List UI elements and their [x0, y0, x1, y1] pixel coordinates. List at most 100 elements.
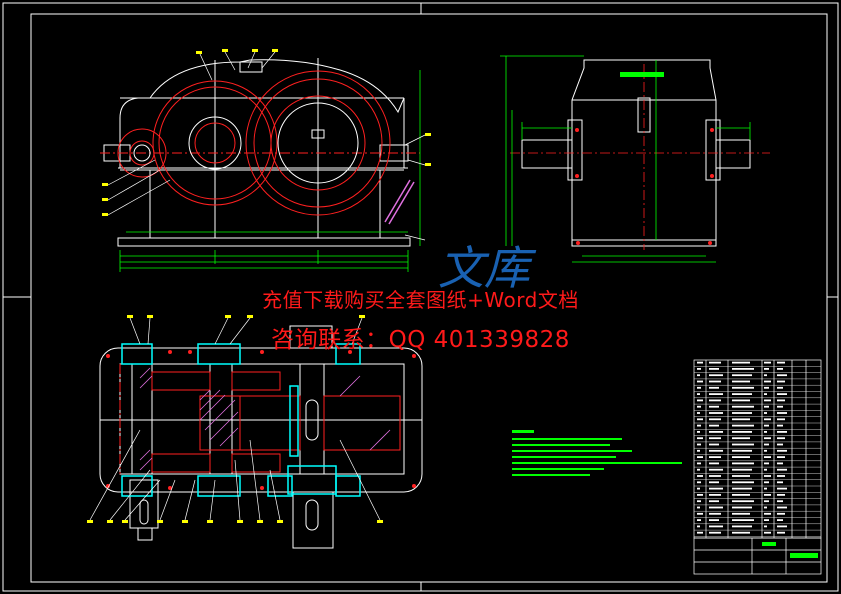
parts-list-cells [697, 361, 787, 534]
parts-list-cell-mark [777, 393, 787, 395]
parts-list-cell-mark [732, 412, 752, 414]
parts-list-cell-mark [777, 431, 787, 433]
parts-list-cell-mark [732, 525, 752, 528]
parts-list-cell-mark [764, 456, 771, 458]
parts-list-cell-mark [709, 462, 719, 465]
side-bolts [575, 128, 714, 245]
parts-list-cell-mark [709, 412, 723, 414]
parts-list-cell-mark [732, 361, 750, 364]
watermark-logo: 文库 [438, 241, 530, 295]
parts-list-cell-mark [697, 386, 701, 389]
parts-list-cell-mark [732, 393, 752, 395]
parts-list-cell-mark [732, 468, 752, 471]
parts-list-cell-mark [777, 475, 785, 477]
parts-list-cell-mark [709, 443, 719, 446]
parts-list-cell-mark [777, 368, 783, 370]
parts-list-cell-mark [697, 361, 703, 364]
parts-list-cell-mark [697, 443, 701, 446]
watermark-purchase-text: 充值下载购买全套图纸+Word文档 [262, 288, 579, 312]
parts-list-cell-mark [732, 481, 754, 484]
section-leaders [89, 317, 381, 521]
parts-list-cell-mark [732, 456, 750, 458]
parts-list-cell-mark [732, 531, 750, 534]
parts-list-cell-mark [732, 494, 750, 496]
front-dimensions [119, 70, 421, 272]
parts-list-cell-mark [764, 494, 771, 496]
parts-list-cell-mark [732, 462, 754, 465]
parts-list-cell-mark [764, 462, 769, 465]
parts-list-cell-mark [764, 449, 767, 452]
parts-list-cell-mark [709, 531, 721, 534]
parts-list-table [693, 359, 822, 575]
parts-list-cell-mark [764, 412, 767, 414]
parts-list-cell-mark [709, 506, 723, 509]
parts-list-cell-mark [709, 368, 719, 370]
parts-list-cell-mark [777, 487, 787, 490]
parts-list-cell-mark [777, 399, 785, 402]
parts-list-cell-mark [697, 481, 701, 484]
parts-list-cell-mark [697, 437, 703, 440]
parts-list-cell-mark [697, 500, 701, 503]
parts-list-cell-mark [764, 418, 771, 421]
parts-list-cell-mark [777, 437, 785, 440]
parts-list-cell-mark [709, 449, 723, 452]
parts-list-cell-mark [732, 431, 752, 433]
parts-list-cell-mark [777, 531, 785, 534]
parts-list-cell-mark [777, 456, 785, 458]
parts-list-cell-mark [697, 393, 700, 395]
parts-list-cell-mark [709, 487, 723, 490]
side-dimensions [500, 55, 751, 263]
parts-list-cell-mark [777, 374, 787, 377]
oil-gauge [384, 179, 415, 225]
parts-list-cell-mark [777, 519, 783, 521]
section-bolts [106, 350, 416, 490]
parts-list-cell-mark [709, 456, 721, 458]
parts-list-cell-mark [732, 519, 754, 521]
parts-list-cell-mark [697, 412, 700, 414]
parts-list-cell-mark [764, 386, 769, 389]
parts-list-cell-mark [697, 487, 700, 490]
parts-list-cell-mark [777, 512, 785, 515]
parts-list-cell-mark [764, 443, 769, 446]
parts-list-cell-mark [764, 525, 767, 528]
parts-list-cell-mark [764, 475, 771, 477]
parts-list-cell-mark [732, 475, 750, 477]
parts-list-cell-mark [732, 506, 752, 509]
section-label-marks [87, 315, 383, 523]
parts-list-cell-mark [709, 525, 723, 528]
parts-list-cell-mark [764, 512, 771, 515]
parts-list-cell-mark [697, 519, 701, 521]
parts-list-cell-mark [697, 456, 703, 458]
parts-list-cell-mark [709, 468, 723, 471]
parts-list-cell-mark [697, 462, 701, 465]
parts-list-cell-mark [764, 393, 767, 395]
parts-list-cell-mark [709, 431, 723, 433]
parts-list-cell-mark [697, 399, 703, 402]
bearing-circles [133, 102, 359, 184]
parts-list-cell-mark [709, 500, 719, 503]
parts-list-cell-mark [697, 368, 701, 370]
parts-list-cell-mark [709, 399, 721, 402]
parts-list-cell-mark [764, 405, 769, 408]
section-gears [119, 364, 401, 474]
parts-list-cell-mark [697, 531, 703, 534]
parts-list-cell-mark [764, 506, 767, 509]
parts-list-cell-mark [732, 443, 754, 446]
parts-list-cell-mark [777, 525, 787, 528]
parts-list-cell-mark [697, 525, 700, 528]
parts-list-cell-mark [764, 487, 767, 490]
section-view [87, 315, 423, 549]
section-shafts [131, 363, 325, 531]
parts-list-rows [694, 366, 821, 537]
parts-list-cell-mark [709, 475, 721, 477]
parts-list-cell-mark [732, 368, 754, 370]
parts-list-cell-mark [709, 481, 719, 484]
parts-list-cell-mark [777, 405, 783, 408]
side-plate-mark [620, 72, 664, 77]
parts-list-cell-mark [697, 374, 700, 377]
gear-circles [100, 70, 420, 216]
parts-list-cell-mark [764, 368, 769, 370]
